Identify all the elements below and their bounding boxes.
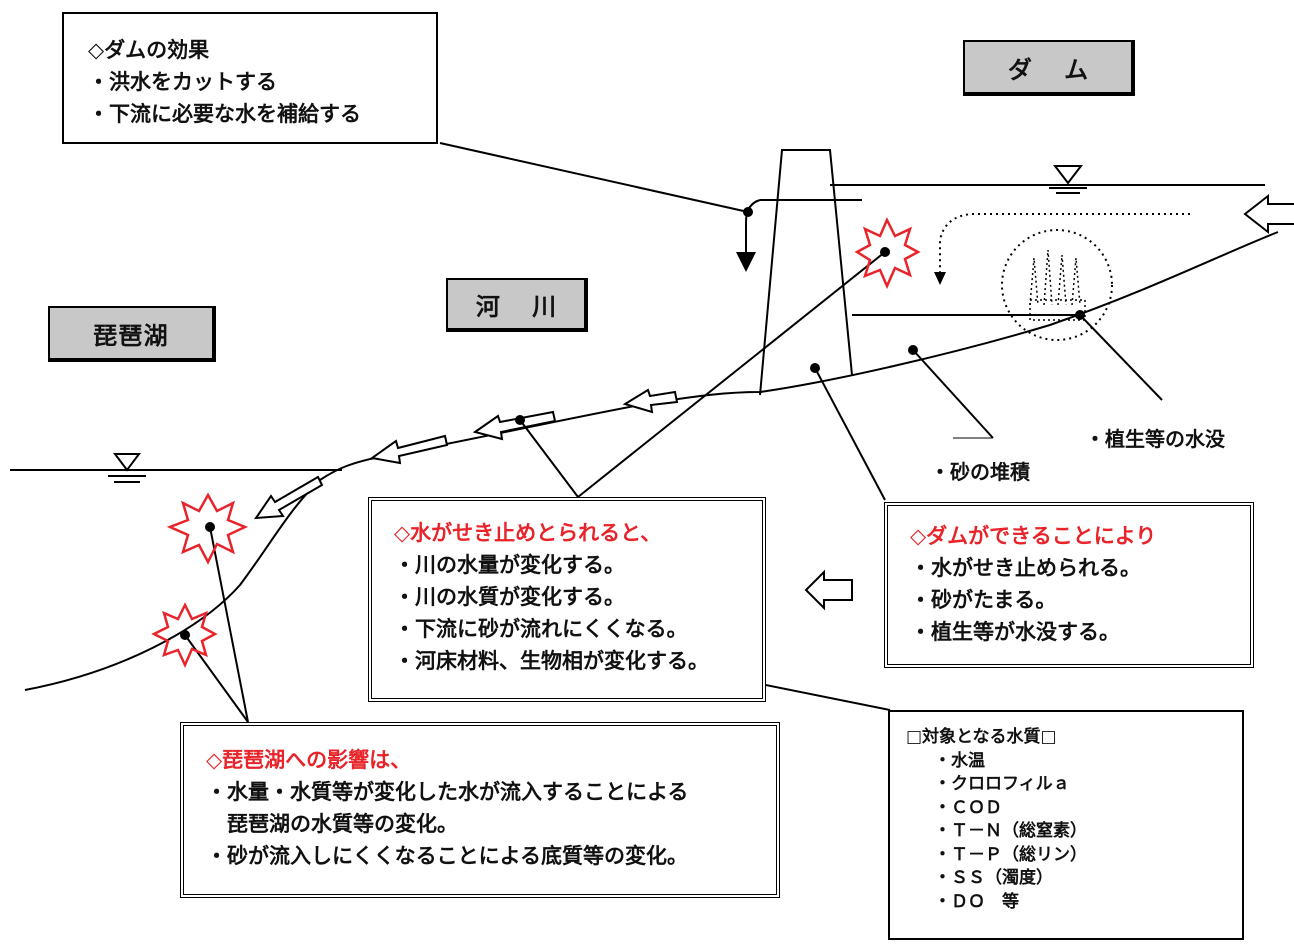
- left-arrow-icon: [804, 569, 853, 611]
- dam-effect-box: ◇ダムの効果 ・洪水をカットする ・下流に必要な水を補給する: [62, 12, 438, 144]
- dam-creation-box: ◇ダムができることにより ・水がせき止められる。 ・砂がたまる。 ・植生等が水没…: [884, 502, 1254, 668]
- water-blocked-title: ◇水がせき止めとられると、: [394, 521, 662, 545]
- impact-burst-icon: [166, 492, 249, 565]
- dam-creation-item: ・水がせき止められる。: [910, 556, 1141, 580]
- impact-burst-icon: [854, 217, 921, 290]
- dam-body: [759, 149, 853, 396]
- water-quality-item: ・ＤＯ 等: [934, 891, 1019, 912]
- dam-effect-item: ・下流に必要な水を補給する: [88, 102, 361, 126]
- dam-effect-item: ・洪水をカットする: [88, 70, 277, 94]
- water-quality-box: □対象となる水質□ ・水温 ・クロロフィルａ ・ＣＯＤ ・Ｔ－Ｎ（総窒素） ・Ｔ…: [888, 710, 1244, 940]
- water-quality-item: ・クロロフィルａ: [934, 774, 1070, 794]
- lake-impact-item: ・水量・水質等が変化した水が流入することによる: [206, 780, 689, 804]
- lake-label: 琵琶湖: [48, 306, 216, 362]
- vegetation-annotation: ・植生等の水没: [1085, 427, 1225, 451]
- dam-creation-item: ・砂がたまる。: [910, 588, 1057, 612]
- river-label: 河 川: [446, 278, 588, 332]
- water-quality-item: ・Ｔ－Ｎ（総窒素）: [934, 821, 1087, 841]
- water-blocked-item: ・河床材料、生物相が変化する。: [394, 649, 709, 673]
- water-blocked-item: ・川の水量が変化する。: [394, 553, 625, 577]
- flow-arrow-icon: [254, 475, 324, 520]
- flow-arrow-icon: [369, 434, 449, 465]
- water-quality-item: ・Ｔ－Ｐ（総リン）: [934, 844, 1087, 865]
- reservoir-flow-dotted-arrow: [939, 213, 1190, 272]
- reservoir-water-level-icon: [1049, 165, 1087, 194]
- lake-water-level-icon: [108, 453, 146, 483]
- dam-effect-title: ◇ダムの効果: [88, 38, 210, 62]
- dam-creation-title: ◇ダムができることにより: [910, 524, 1157, 548]
- water-quality-title: □対象となる水質□: [906, 727, 1057, 747]
- flow-arrow-icon: [472, 410, 557, 441]
- lake-impact-title: ◇琵琶湖への影響は、: [206, 748, 412, 772]
- water-blocked-box: ◇水がせき止めとられると、 ・川の水量が変化する。 ・川の水質が変化する。 ・下…: [368, 497, 766, 702]
- lake-impact-item: ・砂が流入しにくくなることによる底質等の変化。: [206, 844, 688, 868]
- flow-arrow-icon: [622, 388, 679, 414]
- inflow-arrow-icon: [1243, 193, 1294, 235]
- lake-impact-item: 琵琶湖の水質等の変化。: [206, 812, 458, 836]
- water-quality-item: ・水温: [934, 750, 985, 771]
- dam-creation-item: ・植生等が水没する。: [910, 620, 1120, 644]
- downstream-flow-arrows: [254, 388, 679, 520]
- lake-impact-box: ◇琵琶湖への影響は、 ・水量・水質等が変化した水が流入することによる 琵琶湖の水…: [180, 722, 780, 898]
- riverbed-profile: [24, 231, 1279, 691]
- water-blocked-item: ・下流に砂が流れにくくなる。: [394, 617, 688, 641]
- water-quality-item: ・ＳＳ（濁度）: [934, 868, 1053, 888]
- water-blocked-item: ・川の水質が変化する。: [394, 585, 625, 609]
- water-quality-item: ・ＣＯＤ: [934, 797, 1002, 818]
- sand-annotation: ・砂の堆積: [930, 460, 1030, 484]
- leader-dots: [180, 207, 1085, 640]
- dam-label: ダ ム: [963, 40, 1135, 96]
- impact-burst-icon: [151, 602, 218, 669]
